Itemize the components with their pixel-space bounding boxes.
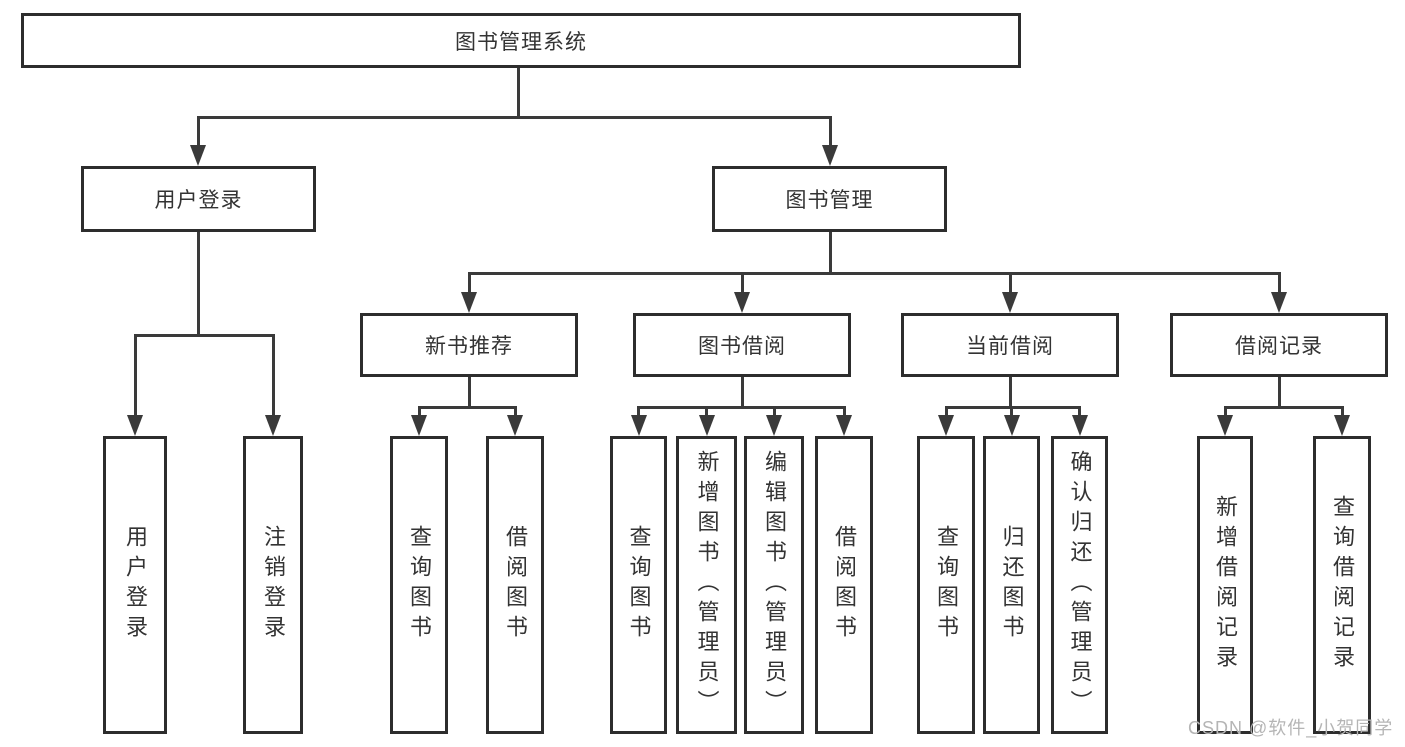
connector-new-book-bus (417, 405, 517, 409)
connector-drop-leaf (1340, 407, 1344, 419)
connector-drop-leaf (271, 335, 275, 419)
node-root: 图书管理系统 (21, 13, 1021, 68)
leaf-user-login: 用户登录 (103, 436, 167, 734)
leaf-label: 借阅图书 (832, 525, 857, 645)
leaf-return-books: 归还图书 (983, 436, 1040, 734)
connector-book-management-stem (828, 232, 832, 273)
arrowhead-down (461, 292, 477, 313)
node-new-book-recommendation: 新书推荐 (360, 313, 578, 377)
leaf-label: 新增图书（管理员） (694, 450, 720, 720)
leaf-add-borrow-record: 新增借阅记录 (1197, 436, 1253, 734)
arrowhead-down (265, 415, 281, 436)
arrowhead-down (1071, 415, 1088, 436)
arrowhead-down (836, 415, 852, 436)
leaf-borrow-books-recommend: 借阅图书 (486, 436, 544, 734)
leaf-borrow-books: 借阅图书 (815, 436, 873, 734)
leaf-label: 查询借阅记录 (1330, 495, 1355, 675)
connector-drop-leaf (772, 407, 776, 419)
leaf-label: 查询图书 (407, 525, 432, 645)
arrowhead-down (938, 415, 954, 436)
node-book-management: 图书管理 (712, 166, 947, 232)
arrowhead-down (507, 415, 523, 436)
node-label: 借阅记录 (1235, 335, 1323, 358)
connector-drop-leaf (513, 407, 517, 419)
leaf-label: 确认归还（管理员） (1067, 450, 1093, 720)
node-label: 图书管理 (785, 189, 874, 212)
leaf-label: 注销登录 (261, 525, 286, 645)
connector-book-management-bus (467, 271, 1281, 275)
node-user-login: 用户登录 (81, 166, 316, 232)
leaf-label: 借阅图书 (503, 525, 528, 645)
connector-drop-leaf (637, 407, 640, 419)
connector-drop-user-login (196, 117, 200, 149)
node-label: 图书借阅 (698, 335, 786, 358)
connector-drop-book-management (828, 117, 832, 149)
arrowhead-down (1217, 415, 1233, 436)
connector-drop-leaf (1223, 407, 1227, 419)
connector-drop-book-borrowing (740, 273, 744, 296)
node-book-borrowing: 图书借阅 (633, 313, 851, 377)
leaf-query-books-borrowing: 查询图书 (610, 436, 667, 734)
leaf-query-books-current: 查询图书 (917, 436, 975, 734)
leaf-label: 新增借阅记录 (1213, 495, 1238, 675)
connector-book-borrowing-stem (740, 377, 744, 408)
connector-root-stem (516, 68, 520, 117)
leaf-label: 用户登录 (123, 525, 148, 645)
node-root-label: 图书管理系统 (455, 30, 587, 54)
leaf-logout: 注销登录 (243, 436, 303, 734)
connector-user-login-stem (196, 232, 200, 335)
connector-borrowing-records-stem (1277, 377, 1281, 408)
connector-drop-leaf (133, 335, 137, 419)
connector-current-borrowing-stem (1008, 377, 1012, 408)
arrowhead-down (190, 145, 206, 166)
node-current-borrowing: 当前借阅 (901, 313, 1119, 377)
arrowhead-down (1334, 415, 1350, 436)
leaf-label: 归还图书 (999, 525, 1025, 645)
leaf-edit-books-admin: 编辑图书（管理员） (744, 436, 804, 734)
connector-drop-new-book (467, 273, 471, 296)
csdn-watermark: CSDN @软件_小贺同学 (1188, 718, 1394, 738)
arrowhead-down (822, 145, 838, 166)
node-borrowing-records: 借阅记录 (1170, 313, 1388, 377)
leaf-label: 查询图书 (626, 525, 652, 645)
connector-drop-borrowing-records (1277, 273, 1281, 296)
connector-drop-leaf (944, 407, 948, 419)
connector-drop-leaf (417, 407, 421, 419)
leaf-query-borrow-record: 查询借阅记录 (1313, 436, 1371, 734)
arrowhead-down (766, 415, 782, 436)
connector-user-login-bus (133, 333, 275, 337)
arrowhead-down (411, 415, 427, 436)
node-label: 用户登录 (154, 189, 243, 212)
connector-book-borrowing-bus (637, 405, 846, 409)
arrowhead-down (698, 415, 715, 436)
leaf-query-books-recommend: 查询图书 (390, 436, 448, 734)
leaf-confirm-return-admin: 确认归还（管理员） (1051, 436, 1108, 734)
leaf-label: 查询图书 (934, 525, 959, 645)
node-label: 当前借阅 (966, 335, 1054, 358)
connector-new-book-stem (467, 377, 471, 408)
leaf-add-books-admin: 新增图书（管理员） (676, 436, 737, 734)
connector-borrowing-records-bus (1223, 405, 1344, 409)
connector-root-bus (196, 115, 832, 119)
arrowhead-down (630, 415, 647, 436)
connector-drop-leaf (1010, 407, 1013, 419)
leaf-label: 编辑图书（管理员） (762, 450, 787, 720)
arrowhead-down (1002, 292, 1018, 313)
arrowhead-down (1271, 292, 1287, 313)
arrowhead-down (734, 292, 750, 313)
connector-drop-leaf (842, 407, 846, 419)
connector-drop-leaf (1078, 407, 1081, 419)
connector-drop-current-borrowing (1008, 273, 1012, 296)
node-label: 新书推荐 (425, 335, 513, 358)
arrowhead-down (1003, 415, 1020, 436)
connector-drop-leaf (705, 407, 708, 419)
arrowhead-down (127, 415, 143, 436)
